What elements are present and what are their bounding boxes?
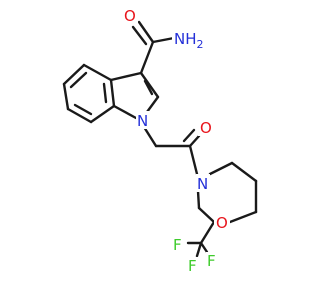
fluorine-label-1: F [207,252,216,270]
bond [145,95,160,114]
bond [208,161,234,176]
bond-double [73,103,93,116]
morpholine-oxygen-label: O [216,214,228,232]
bond-double [69,71,88,89]
atom-labels: NH2 O N O N O F F F [122,6,230,275]
bond [82,63,113,82]
bond [197,206,216,224]
bond [139,71,160,99]
bond [62,82,70,111]
bond-f [199,241,209,254]
bond [137,20,155,44]
bond [62,63,86,86]
indole-nitrogen-label: N [137,112,148,130]
bond [151,36,176,44]
bond-f [195,241,203,258]
bond [230,161,258,183]
bond [66,107,93,124]
bond-double [182,128,196,143]
bond [109,78,116,108]
bond [142,125,158,148]
structure-svg: NH2 O N O N O F F F [62,6,258,275]
bond [109,71,143,82]
fluorine-label-2: F [173,236,182,254]
fluorine-label-3: F [188,257,197,275]
bond [196,189,201,210]
ketone-oxygen-label: O [200,119,212,137]
bond [188,144,199,176]
bond-double [131,25,148,46]
morpholine-nitrogen-label: N [197,175,208,193]
bond [139,40,155,75]
molecule-diagram: NH2 O N O N O F F F [62,6,258,275]
bond-double [143,79,154,96]
bond [199,220,216,245]
bond-double [102,82,108,104]
bond [188,134,201,148]
bond [112,104,138,120]
amide-oxygen-label: O [124,7,136,25]
bond [228,210,258,224]
bonds [62,20,258,258]
bond [89,104,116,124]
amide-nh2-label: NH2 [174,30,204,51]
